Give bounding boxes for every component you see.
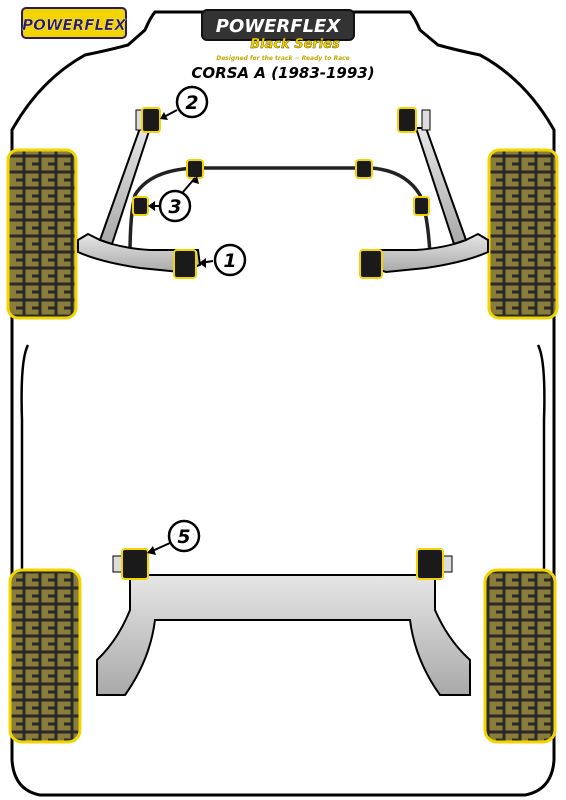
bush-tie-bar-left [135, 107, 161, 133]
callout-1-label: 1 [223, 250, 236, 272]
page-title: CORSA A (1983-1993) [191, 64, 374, 82]
rear-axle-beam [96, 574, 471, 696]
callout-1: 1 [199, 243, 247, 277]
bush-wishbone-left [173, 249, 197, 279]
car-body-outline [10, 10, 556, 797]
front-right-wishbone [364, 232, 489, 274]
bush-arb-left-upper [186, 159, 204, 179]
bush-tie-bar-right [397, 107, 431, 133]
bush-arb-right-upper [355, 159, 373, 179]
callout-2-label: 2 [185, 92, 198, 114]
bush-rear-beam-right [416, 548, 453, 580]
callout-5-label: 5 [177, 526, 190, 548]
bush-wishbone-right [359, 249, 383, 279]
main-logo-text: POWERFLEX [216, 16, 342, 37]
series-logo-text: Black Series [250, 37, 340, 52]
corner-logo-text: POWERFLEX [22, 16, 127, 34]
callout-3-label: 3 [168, 196, 181, 218]
bush-arb-right-lower [413, 196, 430, 216]
bush-arb-left-lower [132, 196, 149, 216]
callout-5: 5 [147, 519, 201, 555]
rear-right-tyre [483, 568, 557, 744]
tagline-text: Designed for the track ~ Ready to Race [216, 55, 350, 62]
rear-left-tyre [8, 568, 82, 744]
front-right-tyre [487, 148, 559, 320]
bush-rear-beam-left [112, 548, 149, 580]
powerflex-black-series-logo: POWERFLEX Black Series Designed for the … [201, 9, 355, 62]
callout-3: 3 [148, 176, 199, 223]
car-body-inner-line [20, 344, 546, 600]
front-left-tyre [6, 148, 78, 320]
callout-2: 2 [160, 85, 209, 120]
powerflex-corner-logo: POWERFLEX [21, 7, 127, 39]
front-right-tie-bar [414, 127, 468, 246]
